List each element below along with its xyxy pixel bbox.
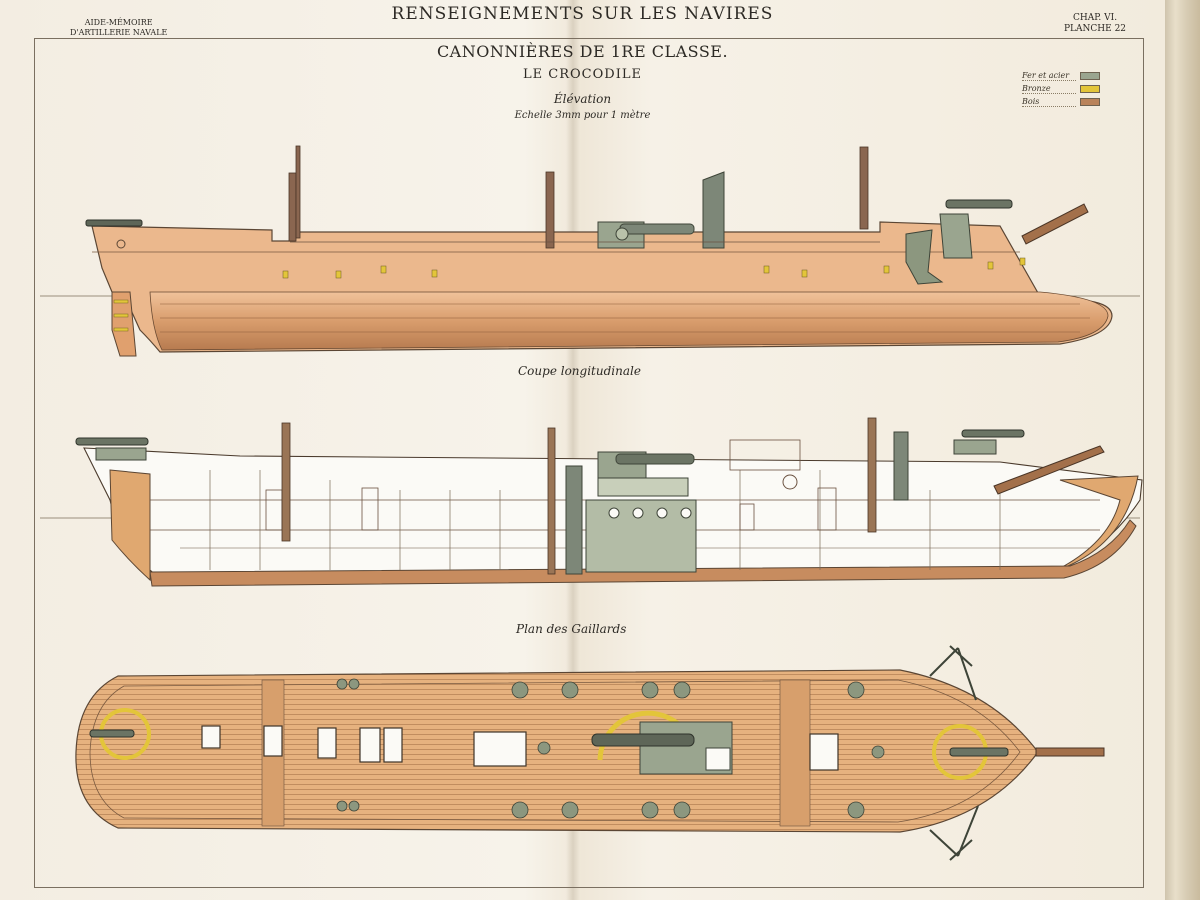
section-stern-timbers	[109, 469, 151, 582]
section-bow-gun	[953, 429, 1025, 455]
legend-row: Bronze	[1022, 83, 1122, 95]
section-midship-gun	[597, 451, 695, 497]
legend-label-wood: Bois	[1022, 97, 1076, 107]
stern-gun	[85, 219, 143, 227]
ship-name: LE CROCODILE	[523, 67, 642, 82]
deck-bowsprit	[1035, 747, 1105, 757]
header-left: AIDE-MÉMOIRE D'ARTILLERIE NAVALE	[70, 18, 167, 38]
section-vent	[893, 431, 909, 501]
label-section: Coupe longitudinale	[518, 364, 641, 378]
stern-porthole	[116, 239, 126, 249]
header-left-line2: D'ARTILLERIE NAVALE	[70, 28, 168, 37]
deck-outline	[75, 669, 1039, 833]
deck-beam-aft	[779, 679, 811, 827]
header-right: CHAP. VI. PLANCHE 22	[1064, 13, 1126, 35]
label-deck-plan: Plan des Gaillards	[516, 622, 627, 636]
bow-anchors	[929, 645, 979, 861]
header-title: RENSEIGNEMENTS SUR LES NAVIRES	[391, 4, 774, 24]
plate-title: CANONNIÈRES DE 1RE CLASSE.	[436, 42, 729, 61]
plate-border	[34, 38, 1144, 888]
elevation-view	[40, 145, 1140, 357]
section-view	[40, 417, 1143, 587]
deck-vents	[336, 678, 885, 819]
legend-label-bronze: Bronze	[1022, 84, 1076, 94]
rudder	[111, 291, 137, 357]
legend-swatch-iron	[1080, 72, 1100, 80]
section-bowsprit	[993, 445, 1105, 495]
deck-plan-view	[75, 645, 1105, 861]
deckhouse	[729, 439, 801, 471]
legend-swatch-wood	[1080, 98, 1100, 106]
rudder-fittings	[113, 299, 129, 332]
material-legend: Fer et acier Bronze Bois	[1022, 70, 1122, 109]
skylights	[201, 725, 839, 771]
section-bottom	[149, 519, 1137, 587]
bow-anchor	[905, 229, 944, 285]
header-right-line1: CHAP. VI.	[1072, 13, 1118, 23]
section-funnel	[565, 465, 583, 575]
legend-swatch-bronze	[1080, 85, 1100, 93]
label-elevation: Élévation	[553, 92, 612, 106]
legend-row: Bois	[1022, 96, 1122, 108]
section-bow-timbers	[1059, 475, 1139, 567]
ship-drawing	[40, 145, 1143, 861]
section-stern-gun	[75, 437, 149, 461]
bow-gun-mount	[932, 724, 1009, 780]
midship-gun	[597, 221, 695, 249]
section-masts	[281, 417, 877, 575]
funnel	[702, 171, 725, 249]
legend-label-iron: Fer et acier	[1022, 71, 1076, 81]
capstan	[782, 474, 798, 490]
portholes	[282, 257, 1026, 279]
scale-label: Echelle 3mm pour 1 mètre	[514, 110, 651, 121]
header-right-line2: PLANCHE 22	[1064, 24, 1127, 34]
masts	[288, 145, 869, 249]
midship-gun-mount	[591, 710, 733, 775]
header-left-line1: AIDE-MÉMOIRE	[84, 18, 153, 27]
boiler-ports	[608, 507, 692, 519]
legend-row: Fer et acier	[1022, 70, 1122, 82]
book-page-edge	[1165, 0, 1200, 900]
bowsprit	[1021, 203, 1089, 245]
stern-gun-mount	[89, 708, 151, 760]
elevation-hull-underwater	[149, 291, 1109, 351]
bow-gun	[939, 199, 1013, 259]
